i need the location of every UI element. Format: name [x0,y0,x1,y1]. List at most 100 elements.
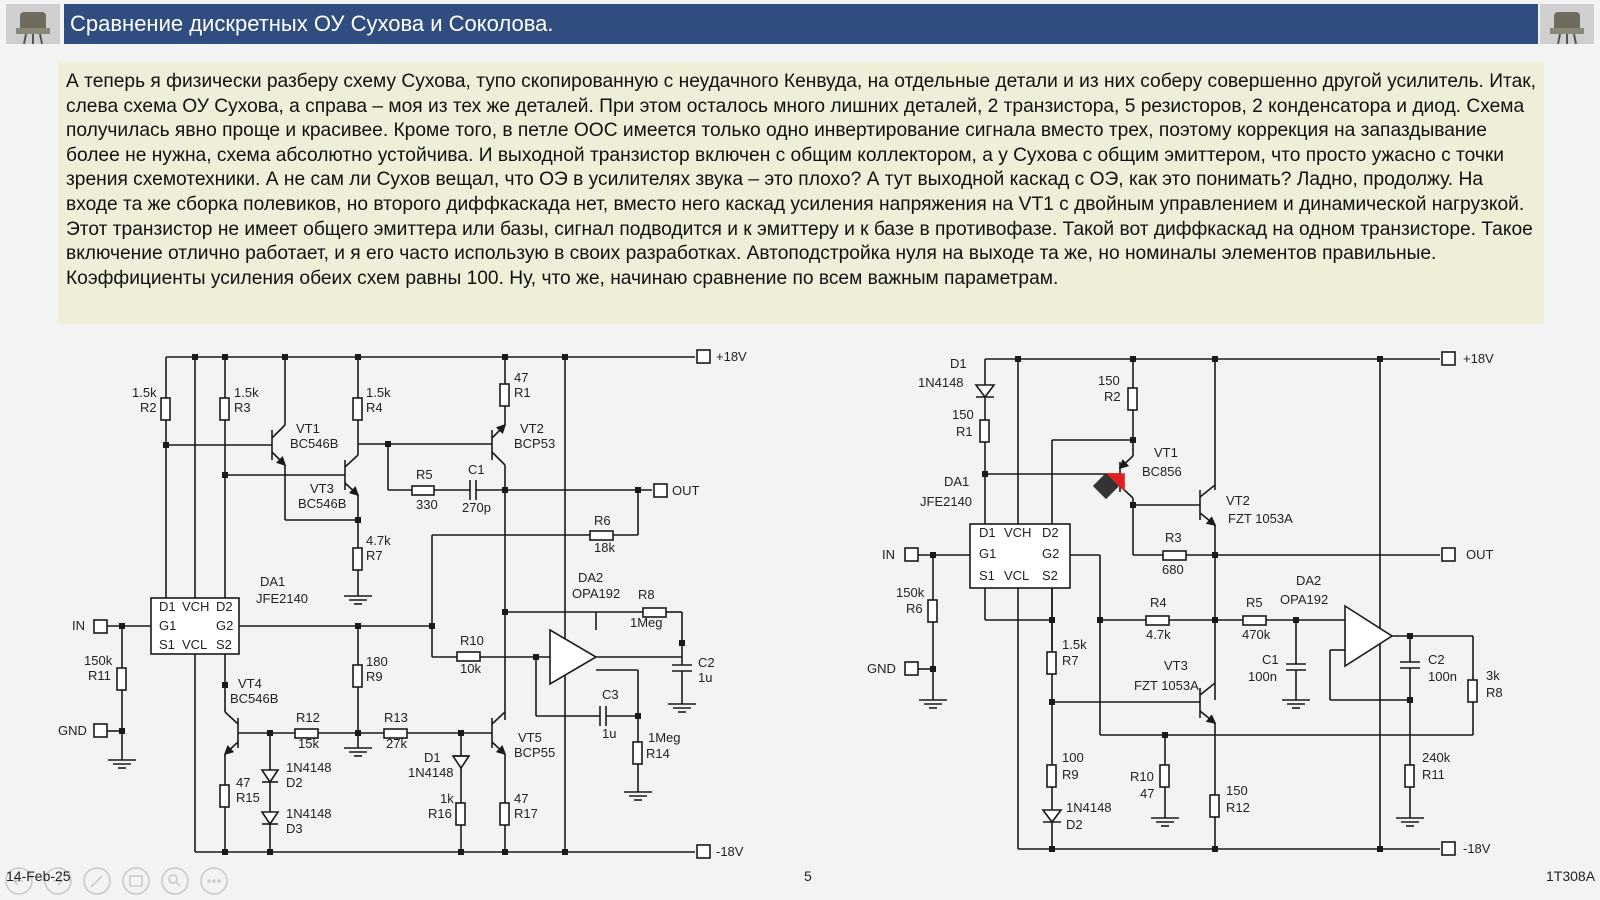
label: 4.7k [1146,627,1171,642]
label: 15k [298,736,319,751]
label: DA1 [260,574,285,589]
label: R9 [366,669,383,684]
label: VT4 [238,676,262,691]
label: R13 [384,710,408,725]
forward-arrow-icon[interactable] [44,867,72,895]
label: R8 [1486,685,1503,700]
slide-body-text: А теперь я физически разберу схему Сухов… [58,62,1544,324]
label: R8 [638,587,655,602]
label: 1N4148 [408,765,454,780]
right-circuit-labels: +18V -18V OUT IN GND D1 1N4148 150 R1 15… [867,351,1503,856]
label: 1N4148 [1066,800,1112,815]
label: 240k [1422,750,1451,765]
label: R17 [514,806,538,821]
label: 150 [1098,373,1120,388]
label: 47 [236,775,250,790]
label: BCP55 [514,745,555,760]
label: R4 [366,400,383,415]
label: 150k [896,585,925,600]
right-circuit [904,351,1478,856]
label: 270p [462,500,491,515]
label: 1N4148 [286,760,332,775]
label: S1 [159,637,175,652]
slide-date: 14-Feb-25 [6,868,71,884]
label: 47 [1140,786,1154,801]
label: S2 [1042,568,1058,583]
label: G2 [1042,546,1059,561]
label: 1N4148 [286,806,332,821]
label: D2 [286,775,303,790]
label: DA2 [1296,573,1321,588]
label: 1Meg [648,730,681,745]
label: D1 [424,750,441,765]
label: VT5 [518,730,542,745]
label: G1 [979,546,996,561]
label: JFE2140 [256,591,308,606]
label: 10k [460,661,481,676]
label: BC546B [230,691,278,706]
label: R12 [1226,800,1250,815]
label: VCH [182,599,209,614]
label: -18V [716,844,744,859]
label: R6 [594,513,611,528]
label: 100 [1062,750,1084,765]
zoom-icon[interactable] [161,867,189,895]
pen-icon[interactable] [83,867,111,895]
label: 47 [514,791,528,806]
label: VT1 [296,421,320,436]
label: IN [882,547,895,562]
label: VT2 [1226,493,1250,508]
transistor-logo-left [6,4,60,45]
label: VT3 [310,481,334,496]
label: R9 [1062,767,1079,782]
label: VCH [1004,525,1031,540]
label: VT3 [1164,658,1188,673]
label: 150k [84,653,113,668]
label: 1.5k [366,385,391,400]
label: 1.5k [234,385,259,400]
label: R7 [1062,653,1079,668]
label: OUT [1466,547,1494,562]
label: 1u [698,670,712,685]
label: 100n [1248,669,1277,684]
label: 330 [416,497,438,512]
slide-code: 1T308A [1546,868,1596,884]
label: 1k [440,791,454,806]
label: 180 [366,654,388,669]
label: OPA192 [572,586,620,601]
label: 1.5k [132,385,157,400]
label: D2 [1066,817,1083,832]
label: R1 [514,385,531,400]
left-circuit-labels: +18V -18V OUT IN GND 1.5k R2 1.5k R3 1.5… [58,349,747,859]
label: VCL [182,637,207,652]
label: +18V [716,349,747,364]
label: R12 [296,710,320,725]
label: D2 [216,599,233,614]
label: 4.7k [366,533,391,548]
label: R15 [236,790,260,805]
label: D1 [159,599,176,614]
label: BC546B [290,436,338,451]
label: DA2 [578,570,603,585]
label: 47 [514,370,528,385]
back-arrow-icon[interactable] [5,867,33,895]
label: C2 [698,655,715,670]
label: 100n [1428,669,1457,684]
label: 1.5k [1062,637,1087,652]
label: GND [867,661,896,676]
label: OUT [672,483,700,498]
slides-icon[interactable] [122,867,150,895]
label: +18V [1463,351,1494,366]
label: R7 [366,548,383,563]
label: R5 [416,467,433,482]
label: FZT 1053A [1228,511,1293,526]
label: 1Meg [630,615,663,630]
more-icon[interactable] [200,867,228,895]
label: R3 [234,400,251,415]
label: R14 [646,746,670,761]
label: D1 [979,525,996,540]
label: JFE2140 [920,494,972,509]
label: D2 [1042,525,1059,540]
transistor-logo-right [1540,4,1594,45]
label: R11 [88,668,111,683]
